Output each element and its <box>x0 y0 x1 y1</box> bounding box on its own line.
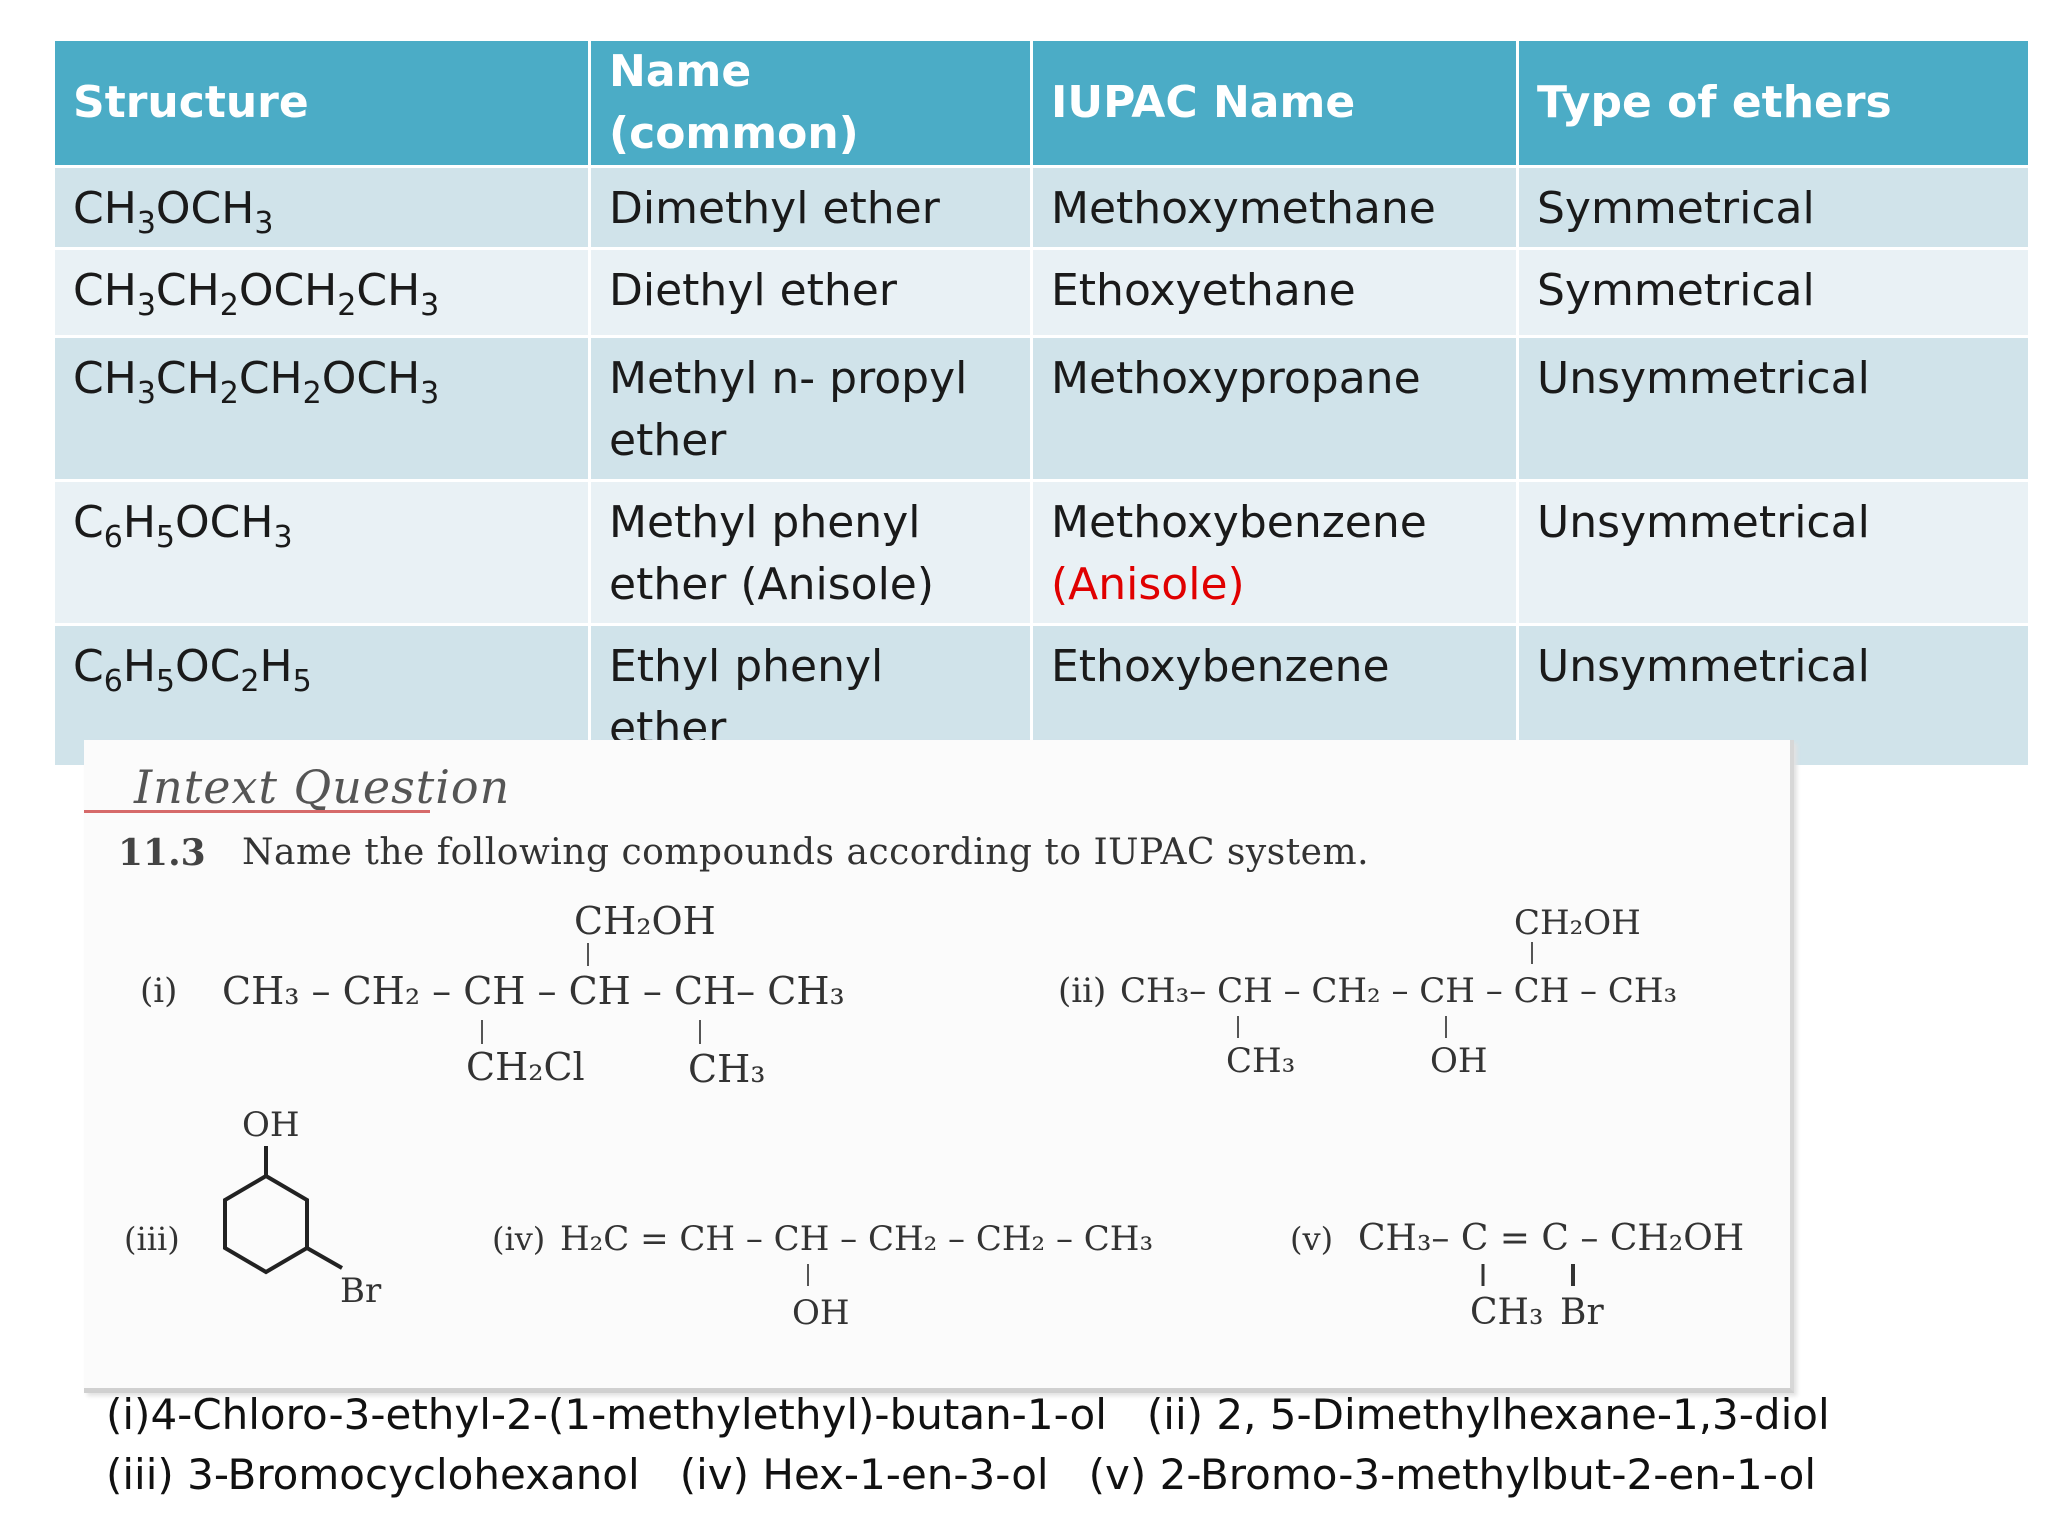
compound-i-bottom-substituent: CH₂Cl <box>466 1045 585 1089</box>
table-row: CH3OCH3 Dimethyl ether Methoxymethane Sy… <box>52 165 2031 250</box>
ethers-table: Structure Name (common) IUPAC Name Type … <box>52 38 2031 768</box>
intext-title: Intext Question <box>134 760 511 814</box>
answer-line-1: (i)4-Chloro-3-ethyl-2-(1-methylethyl)-bu… <box>106 1390 1830 1439</box>
compound-i-top-substituent: CH₂OH <box>574 899 716 943</box>
compound-ii-bottom-substituent: CH₃ <box>1226 1041 1295 1081</box>
bond-line <box>306 1246 343 1270</box>
compound-iii-br: Br <box>340 1271 382 1311</box>
common-name-cell: Methyl n- propyl ether <box>588 335 1033 482</box>
compound-ii-bottom-substituent: OH <box>1430 1041 1488 1081</box>
compound-structures: (i) CH₃ – CH₂ – CH – CH – CH– CH₃ CH₂OH … <box>124 899 1744 1333</box>
title-underline <box>84 810 430 813</box>
question-number: 11.3 <box>118 832 206 874</box>
common-name-cell: Methyl phenyl ether (Anisole) <box>588 479 1033 626</box>
compound-i-chain: CH₃ – CH₂ – CH – CH – CH– CH₃ <box>222 969 845 1013</box>
iupac-name-cell: Ethoxyethane <box>1030 247 1519 338</box>
header-structure: Structure <box>52 38 591 168</box>
iupac-name-cell: Methoxymethane <box>1030 165 1519 250</box>
cyclohexane-ring-icon <box>223 1173 309 1275</box>
compound-v-bottom-substituent: Br <box>1560 1292 1604 1333</box>
iupac-name: Methoxybenzene <box>1051 497 1427 548</box>
question-text: Name the following compounds according t… <box>242 832 1370 873</box>
compound-iv-bottom-substituent: OH <box>792 1293 850 1333</box>
intext-question-panel: Intext Question 11.3 Name the following … <box>84 740 1794 1393</box>
iupac-name-cell: Methoxypropane <box>1030 335 1519 482</box>
table-row: C6H5OCH3 Methyl phenyl ether (Anisole) M… <box>52 479 2031 626</box>
compound-iii-label: (iii) <box>124 1220 180 1258</box>
iupac-name: Ethoxybenzene <box>1051 641 1390 692</box>
iupac-name: Methoxypropane <box>1051 353 1421 404</box>
type-cell: Symmetrical <box>1516 247 2031 338</box>
header-common-name: Name (common) <box>588 38 1033 168</box>
structure-cell: CH3CH2OCH2CH3 <box>52 247 591 338</box>
structure-cell: CH3OCH3 <box>52 165 591 250</box>
common-name-cell: Dimethyl ether <box>588 165 1033 250</box>
iupac-name-cell: Methoxybenzene (Anisole) <box>1030 479 1519 626</box>
common-name-cell: Diethyl ether <box>588 247 1033 338</box>
type-cell: Unsymmetrical <box>1516 335 2031 482</box>
table-row: CH3CH2OCH2CH3 Diethyl ether Ethoxyethane… <box>52 247 2031 338</box>
anisole-note: (Anisole) <box>1051 559 1245 610</box>
type-cell: Symmetrical <box>1516 165 2031 250</box>
structure-cell: CH3CH2CH2OCH3 <box>52 335 591 482</box>
table-row: CH3CH2CH2OCH3 Methyl n- propyl ether Met… <box>52 335 2031 482</box>
compound-ii-chain: CH₃– CH – CH₂ – CH – CH – CH₃ <box>1120 971 1677 1011</box>
iupac-name: Ethoxyethane <box>1051 265 1356 316</box>
compound-v-chain: CH₃– C = C – CH₂OH <box>1358 1218 1744 1259</box>
iupac-name: Methoxymethane <box>1051 183 1436 234</box>
header-type: Type of ethers <box>1516 38 2031 168</box>
table-header-row: Structure Name (common) IUPAC Name Type … <box>52 38 2031 168</box>
compound-iv-label: (iv) <box>492 1220 545 1258</box>
compound-iii-oh: OH <box>242 1105 300 1145</box>
compound-iv-chain: H₂C = CH – CH – CH₂ – CH₂ – CH₃ <box>560 1219 1153 1259</box>
compound-ii-top-substituent: CH₂OH <box>1514 903 1641 943</box>
compound-i-label: (i) <box>140 971 177 1011</box>
compound-ii-label: (ii) <box>1058 971 1106 1011</box>
answer-line-2: (iii) 3-Bromocyclohexanol (iv) Hex-1-en-… <box>106 1450 1817 1499</box>
compound-i-bottom-substituent: CH₃ <box>688 1047 765 1091</box>
header-iupac-name: IUPAC Name <box>1030 38 1519 168</box>
structure-cell: C6H5OCH3 <box>52 479 591 626</box>
compound-v-label: (v) <box>1290 1220 1333 1258</box>
compound-v-bottom-substituent: CH₃ <box>1470 1292 1543 1333</box>
type-cell: Unsymmetrical <box>1516 479 2031 626</box>
